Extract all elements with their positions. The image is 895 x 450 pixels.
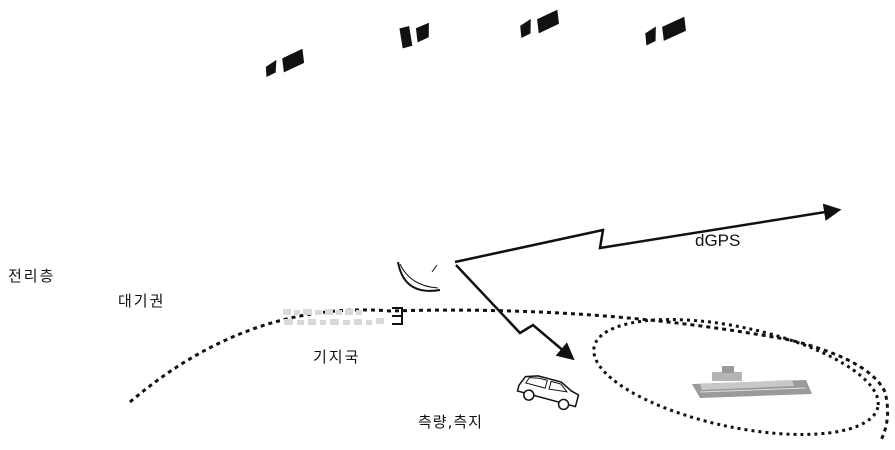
ship-icon (692, 366, 812, 398)
satellite-icon (645, 16, 686, 46)
coverage-ellipse (592, 318, 880, 436)
dish-antenna-icon (283, 261, 441, 325)
label-dgps: dGPS (695, 231, 741, 250)
label-survey: 측량,측지 (418, 413, 483, 431)
atmosphere-boundary (129, 308, 890, 443)
car-icon (516, 375, 580, 411)
label-atmosphere: 대기권 (118, 292, 166, 310)
satellite-icon (520, 9, 559, 39)
dgps-signal-arrow (454, 203, 842, 264)
label-base-station: 기지국 (313, 348, 361, 366)
satellite-icon (265, 48, 305, 78)
survey-signal-arrow (455, 264, 575, 361)
label-ionosphere: 전리층 (8, 267, 56, 285)
satellite-icon (399, 22, 429, 49)
